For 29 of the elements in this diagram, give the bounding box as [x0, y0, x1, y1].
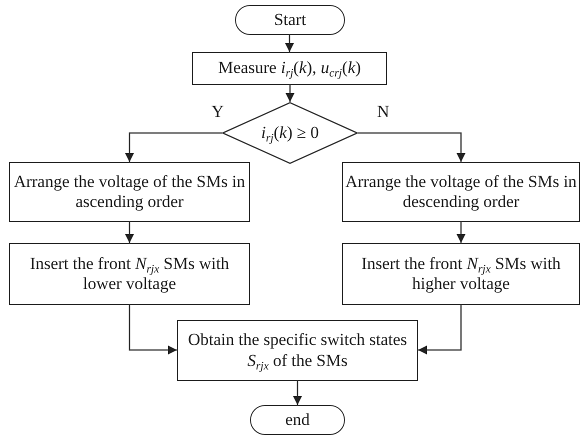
arrow [286, 85, 294, 102]
edge-label: Y [210, 103, 226, 120]
node-text: Obtain the specific switch states S$_{rjx}$ of the SMs [186, 330, 408, 371]
process-box [9, 243, 250, 305]
arrow [418, 305, 462, 354]
arrow [128, 305, 177, 354]
edge-label: N [375, 103, 392, 120]
arrow [456, 222, 466, 243]
arrow [293, 381, 302, 405]
node-text: Insert the front N$_{rjx}$ SMs with higher voltage [360, 254, 562, 294]
arrow [285, 35, 294, 52]
node-text: i$_{rj}$(k) ≥ 0 [261, 122, 319, 144]
arrow [358, 132, 466, 162]
process-box [177, 320, 418, 381]
process-box [9, 162, 250, 222]
node-text: Arrange the voltage of the SMs in descending order [344, 172, 578, 212]
arrow [125, 222, 134, 243]
node-text: end [285, 410, 310, 430]
process-box [342, 243, 580, 305]
node-text: Start [274, 10, 306, 30]
node-text: Arrange the voltage of the SMs in ascending order [12, 172, 246, 212]
process-box [192, 52, 387, 85]
arrow [125, 132, 222, 162]
terminal-pill [235, 5, 345, 35]
decision-diamond [222, 102, 358, 164]
node-text: Insert the front N$_{rjx}$ SMs with lower voltage [28, 254, 230, 294]
process-box [342, 162, 580, 222]
terminal-pill [250, 405, 345, 435]
node-text: Measure i$_{rj}$(k), u$_{crj}$(k) [218, 58, 361, 79]
